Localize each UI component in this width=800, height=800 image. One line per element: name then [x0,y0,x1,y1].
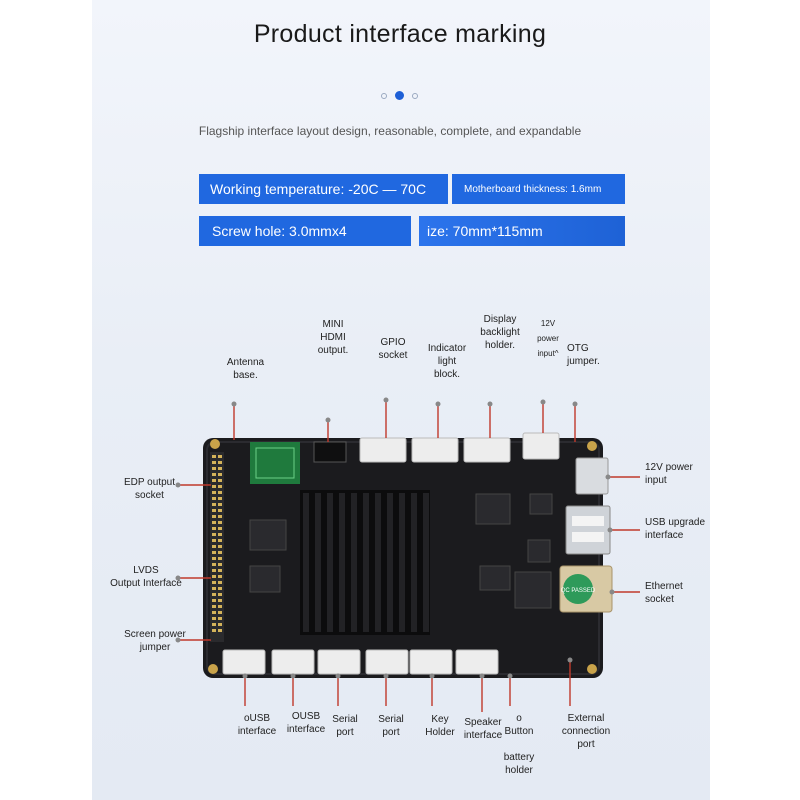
label-serial-port-1: Serial port [332,714,358,738]
carousel-dot-3[interactable] [412,92,418,99]
label-usb-upgrade-interface: USB upgrade interface [645,517,706,541]
label-screen-power-jumper: Screen power jumper [124,629,186,653]
label-button: o Button [504,713,534,737]
label-gpio-socket: GPIO socket [378,337,408,361]
label-mini-hdmi-output: MINI HDMI output. [317,319,349,356]
label-12v-power-input-top: 12V power input^ [537,319,559,358]
label-ousb-interface-1: oUSB interface [237,713,277,737]
label-serial-port-2: Serial port [378,714,404,738]
label-antenna-base: Antenna base. [226,357,265,381]
label-battery-holder: battery holder [503,752,535,776]
spec-working-temperature: Working temperature: -20C — 70C [199,174,448,204]
label-key-holder: Key Holder [425,714,455,738]
label-display-backlight-holder: Display backlight holder. [480,314,520,351]
label-otg-jumper: OTG jumper. [567,343,600,367]
page-subtitle: Flagship interface layout design, reason… [198,124,582,138]
page-title: Product interface marking [253,20,547,48]
label-ousb-interface-2: OUSB interface [286,711,326,735]
spec-motherboard-thickness: Motherboard thickness: 1.6mm [452,174,625,204]
spec-board-size: ize: 70mm*115mm [419,216,625,246]
label-external-connection-port: External connection port [561,713,611,750]
label-12v-power-input-right: 12V power input [645,462,693,486]
carousel-dots [381,91,418,100]
product-panel [92,0,710,800]
label-edp-output-socket: EDP output socket [124,477,175,501]
label-ethernet-socket: Ethernet socket [645,581,683,605]
label-indicator-light-block: Indicator light block. [427,343,467,380]
label-speaker-interface: Speaker interface [463,717,503,741]
carousel-dot-1[interactable] [381,92,387,99]
spec-screw-hole: Screw hole: 3.0mmx4 [199,216,411,246]
label-lvds-output-interface: LVDS Output Interface [110,565,182,589]
carousel-dot-2[interactable] [395,91,404,100]
